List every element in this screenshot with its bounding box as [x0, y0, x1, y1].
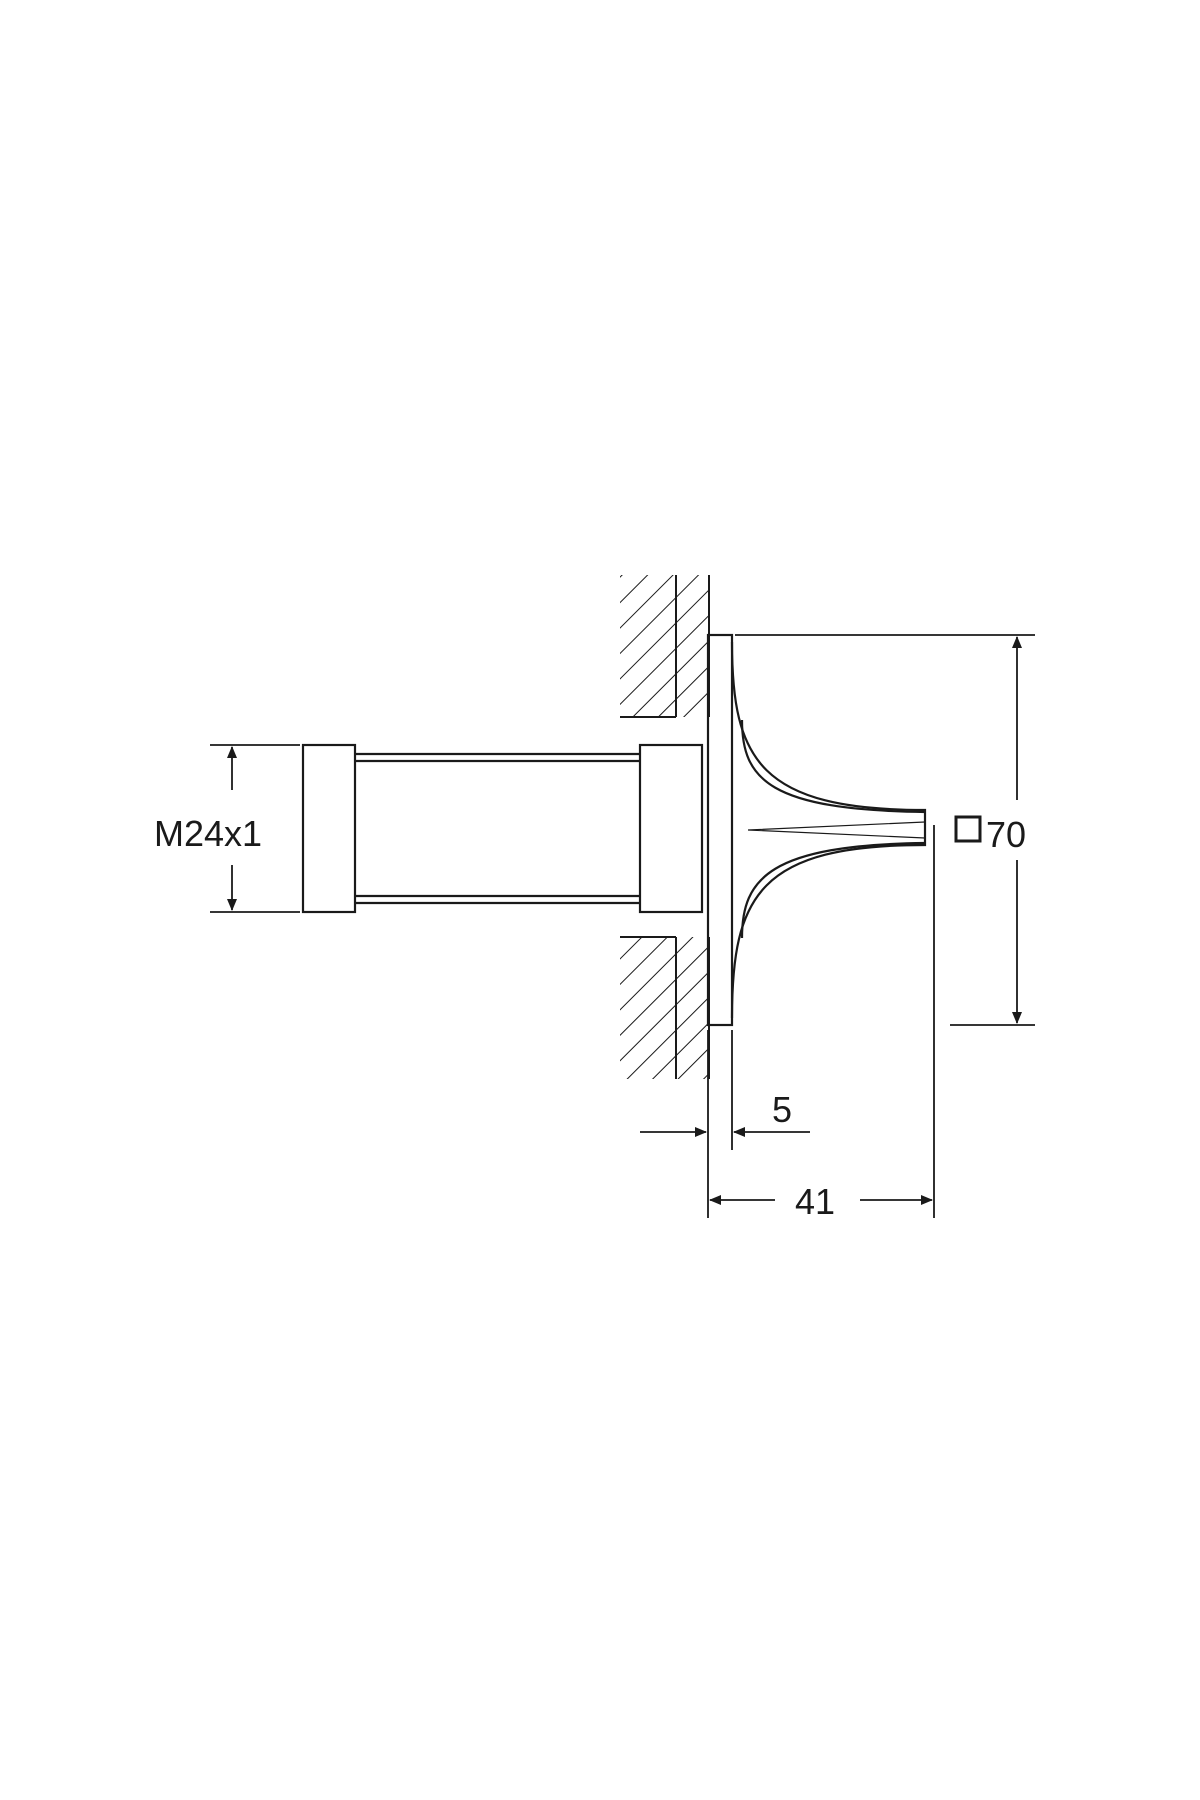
dimension-rosette-thickness: [640, 1030, 810, 1150]
spindle-cap: [301, 743, 357, 914]
threaded-spindle: [301, 743, 704, 914]
rosette-plate: [706, 633, 734, 1027]
thread-label: M24x1: [154, 813, 262, 854]
square-size-label: 70: [986, 814, 1026, 855]
handle-profile: [730, 641, 927, 1019]
dimension-square-size: [735, 634, 1035, 1026]
dimension-thread: [210, 744, 300, 913]
square-symbol-icon: [954, 815, 982, 843]
spindle-body: [638, 743, 704, 914]
projection-label: 41: [795, 1181, 835, 1222]
rosette-thickness-label: 5: [772, 1089, 792, 1130]
wall-layer-hatch: [676, 575, 709, 1079]
dimension-projection: [707, 825, 935, 1218]
